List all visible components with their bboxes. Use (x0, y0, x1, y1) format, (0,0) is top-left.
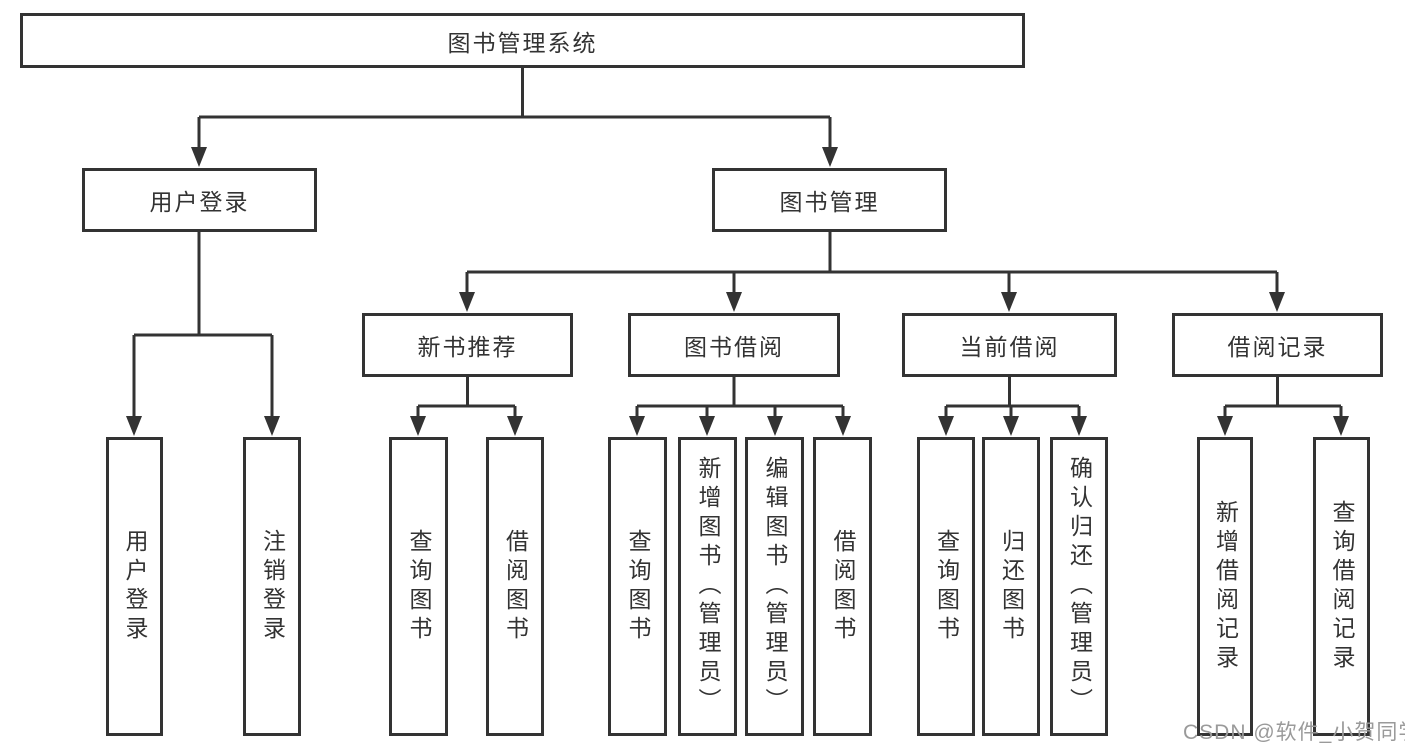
node-leaf-query-book-3-label: 查询图书 (933, 528, 960, 645)
connector-bookborrow-to-leaves (635, 377, 845, 419)
node-user-login: 用户登录 (82, 168, 317, 232)
node-leaf-user-login: 用户登录 (106, 437, 163, 736)
watermark: CSDN @软件_小贺同学 (1183, 721, 1405, 744)
node-leaf-return-book-label: 归还图书 (998, 528, 1025, 645)
node-borrow-record: 借阅记录 (1172, 313, 1383, 377)
node-leaf-add-book-admin-label: 新增图书（管理员） (695, 456, 721, 717)
node-leaf-query-borrow-record: 查询借阅记录 (1313, 437, 1370, 736)
connector-currentborrow-to-leaves (944, 377, 1081, 419)
node-leaf-query-borrow-record-label: 查询借阅记录 (1329, 499, 1355, 674)
node-leaf-logout: 注销登录 (243, 437, 301, 736)
connector-bookmgmt-to-level3 (465, 232, 1279, 295)
node-root: 图书管理系统 (20, 13, 1025, 68)
node-leaf-edit-book-admin: 编辑图书（管理员） (745, 437, 804, 736)
node-leaf-borrow-book-1-label: 借阅图书 (502, 528, 529, 645)
node-leaf-edit-book-admin-label: 编辑图书（管理员） (762, 456, 788, 717)
node-current-borrow: 当前借阅 (902, 313, 1117, 377)
node-leaf-add-borrow-record: 新增借阅记录 (1197, 437, 1253, 736)
node-leaf-confirm-return-admin-label: 确认归还（管理员） (1066, 456, 1093, 717)
node-leaf-return-book: 归还图书 (982, 437, 1040, 736)
node-leaf-add-book-admin: 新增图书（管理员） (678, 437, 737, 736)
arrowheads (126, 147, 1349, 436)
node-leaf-add-borrow-record-label: 新增借阅记录 (1212, 499, 1239, 674)
connector-borrowrecord-to-leaves (1223, 377, 1343, 419)
node-book-management: 图书管理 (712, 168, 947, 232)
node-leaf-borrow-book-1: 借阅图书 (486, 437, 544, 736)
node-leaf-user-login-label: 用户登录 (122, 528, 148, 645)
node-leaf-query-book-3: 查询图书 (917, 437, 975, 736)
node-leaf-query-book-1: 查询图书 (389, 437, 448, 736)
node-leaf-borrow-book-2-label: 借阅图书 (830, 528, 856, 645)
connector-userlogin-to-leaves (132, 232, 274, 419)
node-leaf-query-book-2: 查询图书 (608, 437, 667, 736)
node-leaf-logout-label: 注销登录 (259, 528, 286, 645)
node-leaf-confirm-return-admin: 确认归还（管理员） (1050, 437, 1108, 736)
node-new-book-recommend: 新书推荐 (362, 313, 573, 377)
connector-newbook-to-leaves (416, 377, 517, 419)
node-leaf-borrow-book-2: 借阅图书 (813, 437, 872, 736)
node-book-borrow: 图书借阅 (628, 313, 840, 377)
connector-root-to-level2 (197, 68, 832, 150)
node-leaf-query-book-1-label: 查询图书 (406, 528, 432, 645)
node-leaf-query-book-2-label: 查询图书 (625, 528, 651, 645)
